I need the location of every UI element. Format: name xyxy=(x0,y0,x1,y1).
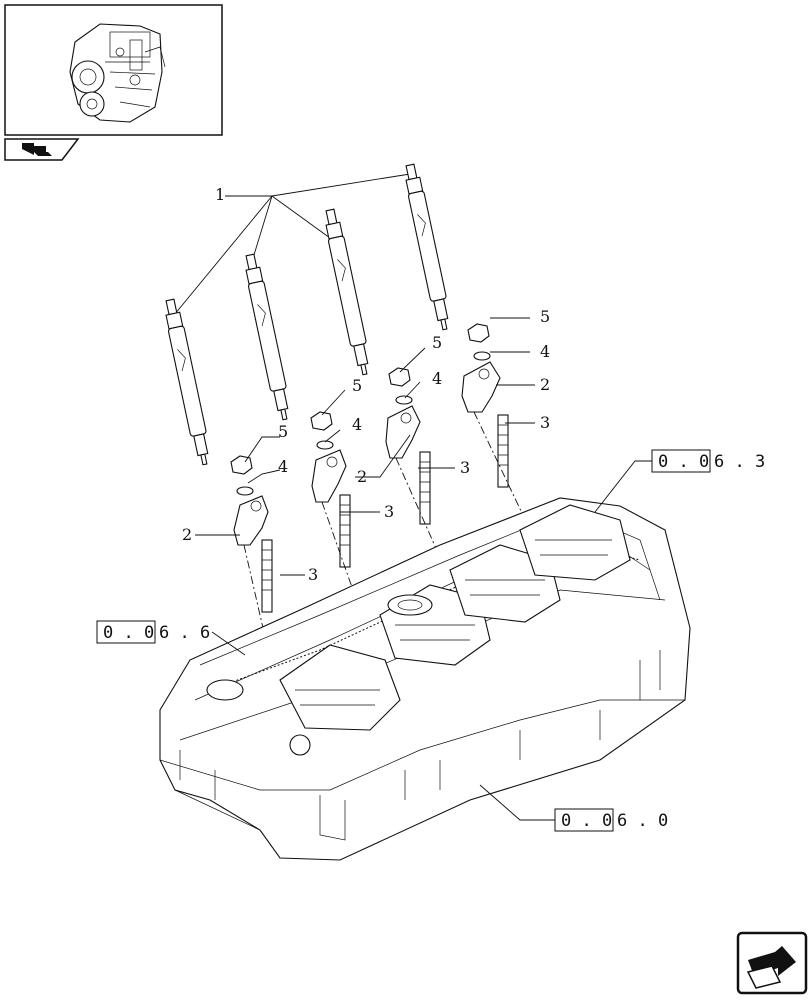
stud xyxy=(339,494,351,568)
nut xyxy=(388,367,411,387)
clamp xyxy=(385,405,421,459)
callout-washer: 4 xyxy=(352,415,362,434)
callout-nut: 5 xyxy=(432,333,442,352)
callout-nut: 5 xyxy=(352,376,362,395)
callout-stud: 3 xyxy=(308,565,318,584)
callout-stud: 3 xyxy=(460,458,470,477)
injector xyxy=(325,208,369,376)
callout-nut: 5 xyxy=(278,422,288,441)
reference-suffix: 6 . 3 xyxy=(714,452,765,472)
cylinder-head xyxy=(159,497,691,861)
washer xyxy=(473,351,491,361)
injector xyxy=(245,253,289,421)
reference-box-label: 0 . 0 xyxy=(103,623,154,643)
clamp xyxy=(233,495,269,546)
injector xyxy=(405,163,449,331)
callout-washer: 4 xyxy=(278,457,288,476)
reference-suffix: 6 . 0 xyxy=(617,811,668,831)
engine-thumbnail-icon[interactable] xyxy=(4,4,223,136)
reference-box-label: 0 . 0 xyxy=(658,452,709,472)
injector xyxy=(165,298,209,466)
stud xyxy=(261,539,273,613)
clamp xyxy=(461,361,501,413)
washer xyxy=(236,486,254,496)
callout-stud: 3 xyxy=(540,413,550,432)
washer xyxy=(316,440,334,450)
callout-clamp: 2 xyxy=(182,525,192,544)
reference-link[interactable]: 0 . 0 6 . 0 xyxy=(554,808,668,832)
clamp xyxy=(311,449,347,503)
nut xyxy=(310,411,333,431)
stud xyxy=(419,451,431,525)
callout-injector: 1 xyxy=(215,185,225,204)
callout-clamp: 2 xyxy=(357,467,367,486)
callout-washer: 4 xyxy=(540,342,550,361)
reference-suffix: 6 . 6 xyxy=(159,623,210,643)
callout-washer: 4 xyxy=(432,369,442,388)
callout-clamp: 2 xyxy=(540,375,550,394)
callout-nut: 5 xyxy=(540,307,550,326)
nut xyxy=(230,455,253,475)
back-arrow-icon[interactable] xyxy=(4,138,80,161)
next-page-arrow-icon[interactable] xyxy=(736,931,808,995)
nut xyxy=(467,323,490,343)
stud xyxy=(497,414,509,488)
callout-stud: 3 xyxy=(384,502,394,521)
reference-link[interactable]: 0 . 0 6 . 3 xyxy=(651,449,765,473)
reference-box-label: 0 . 0 xyxy=(561,811,612,831)
reference-link[interactable]: 0 . 0 6 . 6 xyxy=(96,620,210,644)
washer xyxy=(395,395,413,405)
